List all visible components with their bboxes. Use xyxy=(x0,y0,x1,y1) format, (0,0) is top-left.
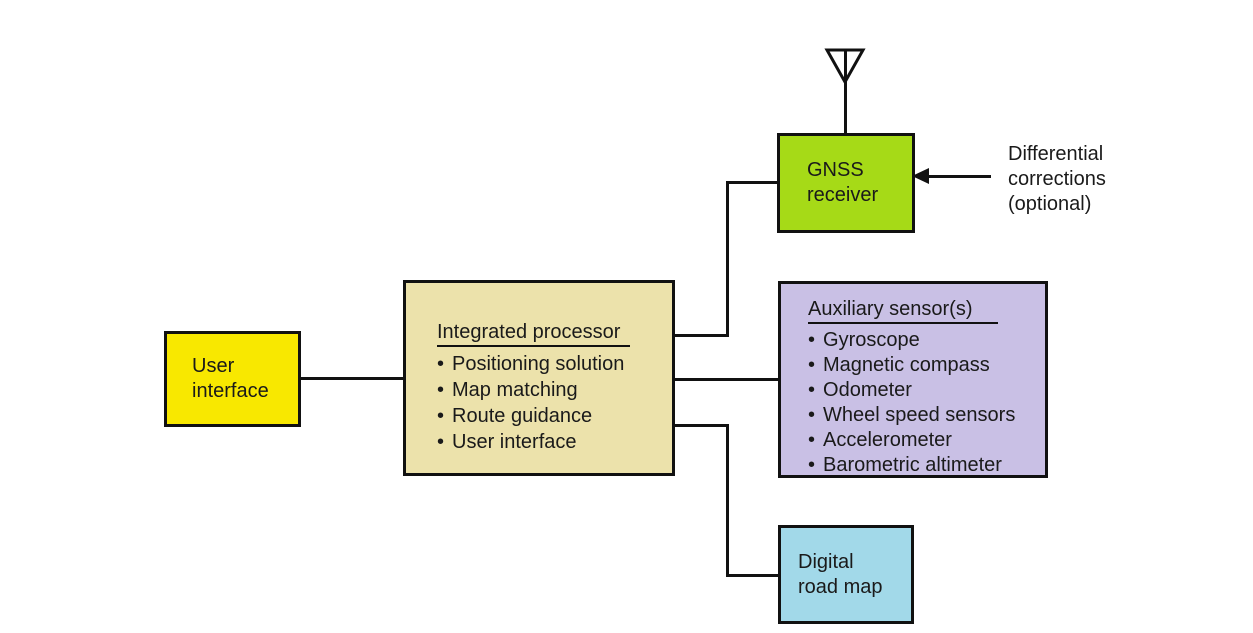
auxiliary-sensors-box: Auxiliary sensor(s) • Gyroscope • Magnet… xyxy=(778,281,1048,478)
list-item-label: Wheel speed sensors xyxy=(823,404,1016,426)
list-item: • Map matching xyxy=(437,377,672,403)
list-item: • Gyroscope xyxy=(808,328,1045,353)
connector-processor-to-gnss-segment xyxy=(726,181,777,184)
connector-processor-to-road-map-segment xyxy=(726,574,778,577)
connector-processor-to-auxiliary-sensors xyxy=(674,378,778,381)
differential-corrections-line: Differential xyxy=(1008,143,1104,165)
bullet-icon: • xyxy=(808,429,816,451)
list-item: • User interface xyxy=(437,429,672,455)
gnss-receiver-box: GNSS receiver xyxy=(777,133,915,233)
user-interface-label: interface xyxy=(192,380,269,402)
antenna-mast-line xyxy=(844,50,847,133)
list-item-label: Gyroscope xyxy=(823,329,920,351)
auxiliary-sensors-title: Auxiliary sensor(s) xyxy=(808,298,999,324)
antenna-icon xyxy=(824,48,866,85)
list-item-label: Barometric altimeter xyxy=(823,454,1002,476)
bullet-icon: • xyxy=(437,431,445,453)
gnss-receiver-label: GNSS xyxy=(807,159,864,181)
user-interface-label: User xyxy=(192,355,235,377)
list-item: • Accelerometer xyxy=(808,428,1045,453)
bullet-icon: • xyxy=(808,454,816,476)
digital-road-map-box: Digital road map xyxy=(778,525,914,624)
list-item-label: Route guidance xyxy=(452,405,593,427)
integrated-processor-list: • Positioning solution • Map matching • … xyxy=(437,351,672,455)
list-item-label: User interface xyxy=(452,431,577,453)
connector-processor-to-gnss-segment xyxy=(674,334,729,337)
gnss-receiver-label: receiver xyxy=(807,184,879,206)
differential-corrections-arrow-line xyxy=(929,175,991,178)
user-interface-box: User interface xyxy=(164,331,301,427)
differential-corrections-line: (optional) xyxy=(1008,193,1092,215)
list-item: • Barometric altimeter xyxy=(808,453,1045,478)
connector-processor-to-road-map-segment xyxy=(674,424,729,427)
auxiliary-sensors-list: • Gyroscope • Magnetic compass • Odomete… xyxy=(808,328,1045,478)
list-item-label: Magnetic compass xyxy=(823,354,990,376)
bullet-icon: • xyxy=(808,354,816,376)
bullet-icon: • xyxy=(808,404,816,426)
differential-corrections-label: Differential corrections (optional) xyxy=(1008,142,1106,217)
digital-road-map-label: Digital xyxy=(798,550,854,573)
list-item-label: Positioning solution xyxy=(452,353,625,375)
list-item: • Wheel speed sensors xyxy=(808,403,1045,428)
arrow-left-icon xyxy=(912,168,929,184)
list-item-label: Odometer xyxy=(823,379,912,401)
list-item: • Route guidance xyxy=(437,403,672,429)
bullet-icon: • xyxy=(808,329,816,351)
list-item: • Odometer xyxy=(808,378,1045,403)
list-item: • Magnetic compass xyxy=(808,353,1045,378)
bullet-icon: • xyxy=(808,379,816,401)
connector-processor-to-road-map-segment xyxy=(726,424,729,577)
bullet-icon: • xyxy=(437,353,445,375)
integrated-processor-title: Integrated processor xyxy=(437,321,631,347)
list-item-label: Accelerometer xyxy=(823,429,952,451)
bullet-icon: • xyxy=(437,405,445,427)
bullet-icon: • xyxy=(437,379,445,401)
connector-user-interface-to-processor xyxy=(300,377,403,380)
integrated-processor-box: Integrated processor • Positioning solut… xyxy=(403,280,675,476)
digital-road-map-label: road map xyxy=(798,575,883,598)
list-item-label: Map matching xyxy=(452,379,578,401)
differential-corrections-line: corrections xyxy=(1008,168,1106,190)
connector-processor-to-gnss-segment xyxy=(726,181,729,337)
list-item: • Positioning solution xyxy=(437,351,672,377)
